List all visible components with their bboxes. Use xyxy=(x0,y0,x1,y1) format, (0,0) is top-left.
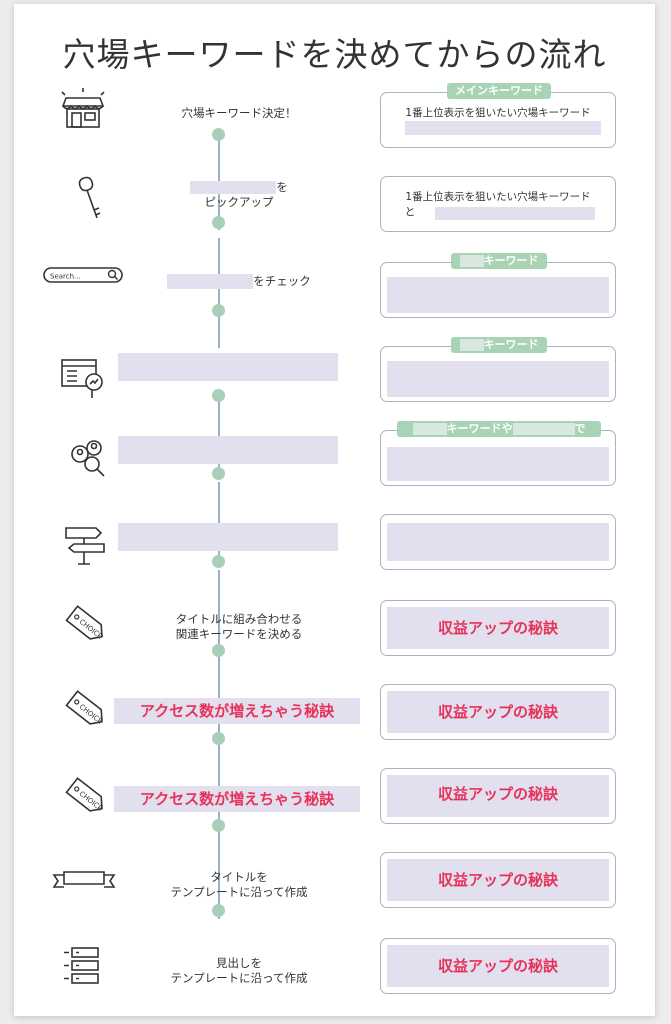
timeline-line xyxy=(218,238,220,348)
keyword-and-text: キーワードや xyxy=(446,422,513,435)
redacted-block xyxy=(387,277,609,313)
redacted-block xyxy=(387,691,609,733)
redacted-block xyxy=(387,775,609,817)
step-11-label: 見出しを テンプレートに沿って作成 xyxy=(119,956,359,986)
people-search-icon xyxy=(62,436,116,482)
timeline-line xyxy=(218,394,220,474)
main-keyword-badge: メインキーワード xyxy=(447,83,551,99)
step-5-redacted xyxy=(118,436,338,464)
shop-icon xyxy=(56,84,110,130)
flow-sheet: 穴場キーワードを決めてからの流れ Search... xyxy=(14,4,655,1016)
step-2-line2: ピックアップ xyxy=(204,195,274,209)
timeline-dot xyxy=(212,216,225,229)
timeline-dot xyxy=(212,467,225,480)
signpost-icon xyxy=(60,520,114,566)
step-3-suffix: をチェック xyxy=(253,274,311,288)
timeline-dot xyxy=(212,819,225,832)
timeline-dot xyxy=(212,644,225,657)
info-box-1-text: 1番上位表示を狙いたい穴場キーワード xyxy=(405,107,591,119)
timeline-line xyxy=(218,570,220,650)
step-9-secret: アクセス数が増えちゃう秘訣 xyxy=(114,786,360,812)
redacted-block xyxy=(387,447,609,481)
web-analytics-icon xyxy=(58,354,112,400)
profit-secret-3: 収益アップの秘訣 xyxy=(437,785,558,803)
info-box-10: 収益アップの秘訣 xyxy=(380,852,616,908)
step-10-line1: タイトルを xyxy=(210,870,268,884)
info-box-11: 収益アップの秘訣 xyxy=(380,938,616,994)
redacted-block xyxy=(387,859,609,901)
keyword-badge-text: キーワード xyxy=(483,254,539,267)
step-1-label: 穴場キーワード決定！ xyxy=(181,106,297,120)
info-box-3: キーワード xyxy=(380,253,616,318)
search-bar-icon: Search... xyxy=(42,260,124,290)
step-7-line2: 関連キーワードを決める xyxy=(175,627,303,641)
info-box-2-prefix: と xyxy=(404,206,416,218)
redacted-block xyxy=(387,523,609,561)
choice-tag-text: CHOICE xyxy=(78,703,104,726)
redacted-block xyxy=(387,607,609,649)
step-2-label: を ピックアップ xyxy=(119,180,359,210)
redacted-block xyxy=(405,121,601,135)
timeline-dot xyxy=(212,904,225,917)
step-3-label: をチェック xyxy=(119,274,359,289)
timeline-dot xyxy=(212,304,225,317)
info-box-1: メインキーワード 1番上位表示を狙いたい穴場キーワード xyxy=(380,83,616,148)
keyword-badge: キーワード xyxy=(451,253,547,269)
timeline-dot xyxy=(212,128,225,141)
keyword-and-badge: キーワードや で xyxy=(397,421,601,437)
timeline-dot xyxy=(212,555,225,568)
info-box-4: キーワード xyxy=(380,337,616,402)
step-4-redacted xyxy=(118,353,338,381)
timeline-line xyxy=(218,482,220,562)
redacted-block xyxy=(512,423,575,435)
profit-secret-1: 収益アップの秘訣 xyxy=(437,619,558,637)
step-10-label: タイトルを テンプレートに沿って作成 xyxy=(119,870,359,900)
step-6-redacted xyxy=(118,523,338,551)
keyword-and-end: で xyxy=(574,422,586,435)
redacted-block xyxy=(190,181,277,194)
redacted-block xyxy=(459,339,484,351)
key-icon xyxy=(64,174,118,220)
ribbon-banner-icon xyxy=(50,862,118,896)
redacted-block xyxy=(387,361,609,397)
keyword-badge: キーワード xyxy=(451,337,547,353)
choice-tag-text: CHOICE xyxy=(78,790,104,813)
search-icon-text: Search... xyxy=(50,273,81,281)
timeline-line xyxy=(218,738,220,828)
step-8-secret: アクセス数が増えちゃう秘訣 xyxy=(114,698,360,724)
redacted-block xyxy=(459,255,484,267)
profit-secret-2: 収益アップの秘訣 xyxy=(437,703,558,721)
choice-tag-icon: CHOICE xyxy=(60,687,114,733)
timeline-line xyxy=(218,829,220,919)
info-box-2: 1番上位表示を狙いたい穴場キーワード と xyxy=(380,176,616,232)
choice-tag-icon: CHOICE xyxy=(60,602,114,648)
info-box-6 xyxy=(380,514,616,570)
choice-tag-text: CHOICE xyxy=(78,618,104,641)
step-7-label: タイトルに組み合わせる 関連キーワードを決める xyxy=(119,612,359,642)
info-box-8: 収益アップの秘訣 xyxy=(380,684,616,740)
redacted-block xyxy=(412,423,447,435)
timeline-dot xyxy=(212,732,225,745)
info-box-5: キーワードや で xyxy=(380,421,616,486)
info-box-7: 収益アップの秘訣 xyxy=(380,600,616,656)
choice-tag-icon: CHOICE xyxy=(60,774,114,820)
server-list-icon xyxy=(58,942,112,988)
info-box-9: 収益アップの秘訣 xyxy=(380,768,616,824)
profit-secret-4: 収益アップの秘訣 xyxy=(437,871,558,889)
keyword-badge-text: キーワード xyxy=(483,338,539,351)
profit-secret-5: 収益アップの秘訣 xyxy=(437,957,558,975)
step-11-line1: 見出しを xyxy=(216,956,262,970)
step-11-line2: テンプレートに沿って作成 xyxy=(170,971,308,985)
step-2-suffix: を xyxy=(276,180,288,194)
redacted-block xyxy=(435,207,595,220)
redacted-block xyxy=(387,945,609,987)
redacted-block xyxy=(167,274,254,289)
step-7-line1: タイトルに組み合わせる xyxy=(175,612,303,626)
info-box-2-text: 1番上位表示を狙いたい穴場キーワード xyxy=(405,191,591,203)
page-title: 穴場キーワードを決めてからの流れ xyxy=(62,35,607,74)
timeline-line xyxy=(218,652,220,736)
step-10-line2: テンプレートに沿って作成 xyxy=(170,885,308,899)
timeline-dot xyxy=(212,389,225,402)
